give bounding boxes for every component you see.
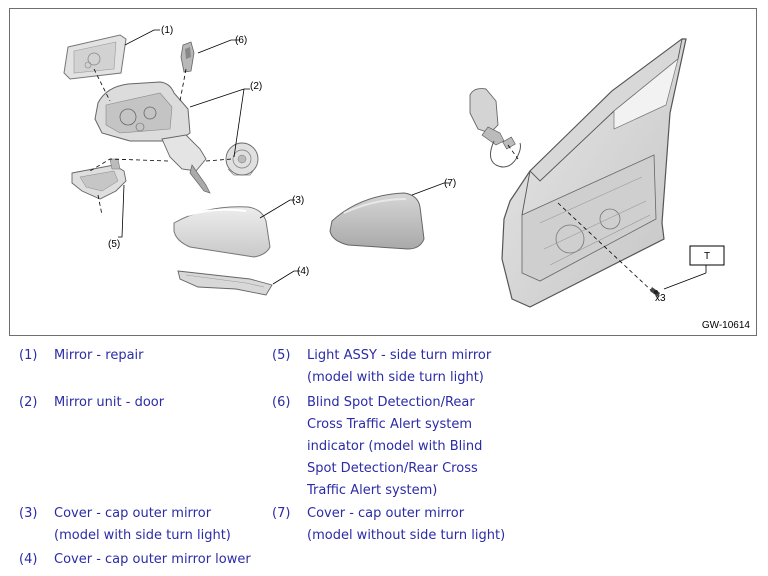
- legend-item-description: Light ASSY - side turn mirror: [307, 348, 492, 363]
- legend-item-description: Cover - cap outer mirror: [54, 506, 212, 521]
- legend-item: (3) Cover - cap outer mirror (model with s…: [19, 503, 269, 547]
- legend-item: (4) Cover - cap outer mirror lower: [19, 549, 269, 571]
- legend-item-number: (5): [272, 348, 291, 363]
- mirror-cap-without-turn-light-part: [329, 192, 425, 250]
- legend-item-description: indicator (model with Blind: [307, 439, 483, 454]
- mirror-cap-lower-part: [177, 270, 273, 296]
- legend-item-description: (model without side turn light): [307, 528, 506, 543]
- legend-item-number: (2): [19, 395, 38, 410]
- legend-item-description: Blind Spot Detection/Rear: [307, 395, 475, 410]
- legend-item: (5) Light ASSY - side turn mirror (model w…: [272, 345, 522, 389]
- legend-item-description: Cross Traffic Alert system: [307, 417, 473, 432]
- callout-1: (1): [161, 25, 173, 36]
- mirror-unit-door-part: [94, 81, 259, 194]
- legend-item: (7) Cover - cap outer mirror (model withou…: [272, 503, 522, 547]
- legend-item-number: (4): [19, 552, 38, 567]
- alignment-dashed-lines: [89, 68, 655, 294]
- bsd-indicator-part: [180, 41, 195, 73]
- mirror-repair-part: [63, 34, 127, 80]
- legend-item-description: (model with side turn light): [54, 528, 231, 543]
- legend-item-description: Cover - cap outer mirror lower: [54, 552, 251, 567]
- legend-item-description: (model with side turn light): [307, 370, 484, 385]
- legend-item-number: (1): [19, 348, 38, 363]
- callout-7: (7): [444, 178, 456, 189]
- callout-4: (4): [297, 266, 309, 277]
- legend-item-number: (3): [19, 506, 38, 521]
- legend-item: (1) Mirror - repair: [19, 345, 269, 367]
- legend-item-description: Mirror unit - door: [54, 395, 165, 410]
- mirror-cap-with-turn-light-part: [173, 206, 271, 258]
- legend-item-number: (6): [272, 395, 291, 410]
- callout-2: (2): [250, 81, 262, 92]
- legend-item-description: Traffic Alert system): [307, 483, 438, 498]
- legend-item-number: (7): [272, 506, 291, 521]
- figure-code: GW-10614: [701, 320, 750, 331]
- bolt-quantity-label: x3: [655, 293, 666, 304]
- callout-5: (5): [108, 239, 120, 250]
- legend-item: (2) Mirror unit - door: [19, 392, 269, 414]
- bolt-icon: [650, 287, 660, 297]
- legend-item-description: Cover - cap outer mirror: [307, 506, 465, 521]
- callout-6: (6): [235, 35, 247, 46]
- leader-lines: [118, 29, 450, 285]
- legend-item-description: Mirror - repair: [54, 348, 144, 363]
- callout-3: (3): [292, 195, 304, 206]
- door-assembly: [469, 37, 687, 308]
- tool-t-box: T: [663, 245, 725, 290]
- tool-t-label: T: [704, 251, 710, 262]
- side-turn-light-part: [71, 158, 127, 200]
- diagram-frame: T (1) (6) (2) (3) (4) (7) (5) x3 GW-1061…: [9, 8, 757, 336]
- exploded-view-diagram: T (1) (6) (2) (3) (4) (7) (5) x3: [63, 25, 725, 308]
- legend-item-description: Spot Detection/Rear Cross: [307, 461, 478, 476]
